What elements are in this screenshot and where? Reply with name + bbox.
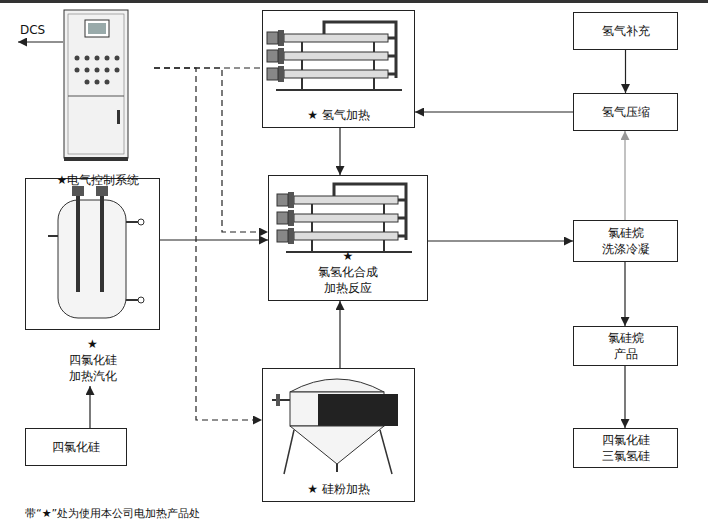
button [85,56,90,61]
hopper-dome [290,379,384,392]
node-text: 四氯化硅 三氯氢硅 [602,432,650,464]
button [85,68,90,73]
text-group: ★ 硅粉加热 [262,481,415,497]
text-group: ★电气控制系统 [42,172,154,188]
connectors [90,50,626,428]
button [105,68,110,73]
nozzle-end [138,219,144,225]
cabinet-screen [85,20,109,37]
text-group: ★ 氢气加热 [262,107,415,123]
box-outline [25,178,160,330]
box-outline [262,368,415,502]
process-box: 氯硅烷 洗涤冷凝 [573,220,678,262]
cabinet-display [88,23,106,34]
process-box: 四氯化硅 [25,428,127,466]
vessel [58,200,126,318]
button [95,56,100,61]
button [75,56,80,61]
flow-arrow [339,301,340,368]
evaporator-drawing [48,186,144,318]
nozzle-end [138,297,144,303]
hydrogen-heater-drawing [267,22,402,90]
process-box: 氢气补充 [573,12,678,50]
button [105,56,110,61]
button [95,68,100,73]
flow-arrow [624,131,625,220]
text-group: ★四氯化硅 加热汽化 [25,336,160,384]
evaporator-box: ★四氯化硅 加热汽化 [25,178,160,386]
button [105,80,110,85]
control-line [154,68,262,420]
flow-arrow [624,366,625,428]
text-group: 氢气压缩 [573,104,678,120]
signal-name: DCS [20,23,45,37]
cabinet-panel-line [68,96,124,97]
node-text: ★电气控制系统 [57,172,140,188]
flow-arrow [89,386,90,428]
process-box: 氯硅烷 产品 [573,326,678,366]
nozzle [126,299,138,301]
text-group: 氢气补充 [573,23,678,39]
control-cabinet-drawing [64,10,128,161]
flow-arrow [415,111,573,112]
node-text: 氯硅烷 产品 [608,330,644,362]
node-text: ★ 硅粉加热 [307,481,370,497]
heating-jacket [318,394,398,426]
node-text: 氢气补充 [602,23,650,39]
control-line [154,68,268,232]
button [85,80,90,85]
hopper-leg [380,430,392,474]
cabinet-handle [117,110,120,124]
top-rule [0,0,708,3]
rod-head [96,186,108,196]
text-group: ★氯氢化合成 加热反应 [268,248,428,296]
node-text: ★四氯化硅 加热汽化 [69,336,117,384]
hopper-box: ★ 硅粉加热 [262,368,415,502]
control-cabinet: ★电气控制系统 [42,8,154,190]
dcs-arrow [18,41,63,42]
flow-arrow [160,239,268,240]
heater-box: ★ 氢气加热 [262,10,415,128]
hopper-outlet [336,464,338,472]
text-group: 氯硅烷 产品 [573,330,678,362]
pipe-flange [276,394,280,406]
rod-head [72,186,84,196]
nozzle [126,221,138,223]
cabinet-buttons [75,56,120,85]
flow-arrow [625,50,626,93]
hopper-leg [284,430,294,474]
text-group: 四氯化硅 [25,439,127,455]
button [115,68,120,73]
process-box: 氢气压缩 [573,93,678,131]
button [75,68,80,73]
node-text: 四氯化硅 [52,439,100,455]
node-text: 氢气压缩 [602,104,650,120]
cabinet-body [64,10,128,158]
cabinet-door [68,14,124,154]
footnote: 带“★”处为使用本公司电加热产品处 [25,506,200,521]
node-text: ★氯氢化合成 加热反应 [318,248,378,296]
reactor-box: ★氯氢化合成 加热反应 [268,175,428,301]
text-group: 四氯化硅 三氯氢硅 [573,432,678,464]
flow-arrow [339,128,340,175]
node-text: 氯硅烷 洗涤冷凝 [602,225,650,257]
silicon-hopper-drawing [272,379,398,474]
heater-rod [76,196,80,292]
text-group: 氯硅烷 洗涤冷凝 [573,225,678,257]
button [95,80,100,85]
flow-arrow [624,262,625,326]
node-text: ★ 氢气加热 [307,107,370,123]
cabinet-base [64,157,128,161]
heater-rod [100,196,104,292]
button [115,56,120,61]
reactor-heater-drawing [277,184,412,252]
hopper-cone [290,426,384,464]
nozzle [48,235,58,237]
flow-arrow [428,240,573,241]
hopper-pipe [272,399,290,401]
process-box: 四氯化硅 三氯氢硅 [573,428,678,468]
